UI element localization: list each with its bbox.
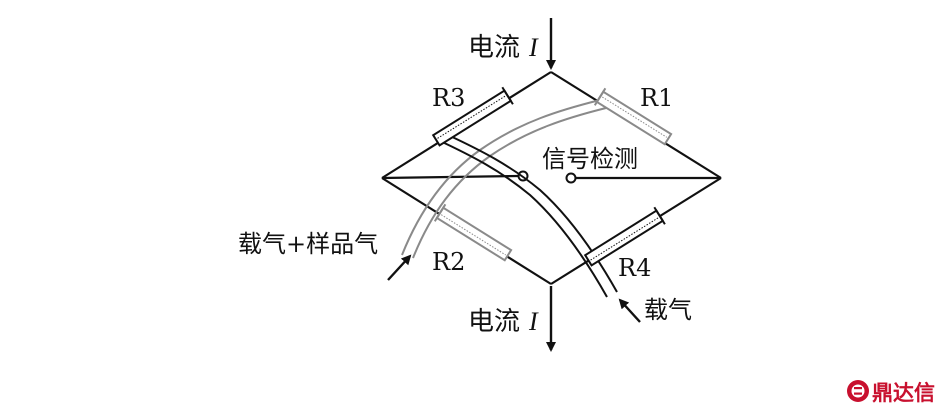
carrier-gas-label: 载气	[644, 296, 692, 324]
current-top-label: 电流	[468, 33, 520, 63]
label-r1: R1	[640, 84, 673, 112]
carrier-sample-gas-label: 载气+样品气	[238, 230, 378, 258]
signal-detection-label: 信号检测	[542, 145, 638, 173]
label-r2: R2	[432, 248, 465, 276]
current-bottom-symbol: I	[528, 307, 539, 336]
carrier-inlet-arrow	[618, 298, 641, 323]
resistor-r3	[431, 86, 514, 147]
logo-text: 鼎达信	[872, 381, 935, 405]
label-r4: R4	[618, 254, 651, 282]
resistor-r4	[583, 206, 666, 267]
current-bottom-label: 电流	[468, 307, 520, 337]
label-r3: R3	[432, 84, 465, 112]
detection-terminal-right	[565, 172, 577, 184]
resistor-r2	[433, 203, 513, 262]
resistor-r1	[593, 87, 673, 146]
sample-inlet-arrow	[387, 254, 412, 281]
current-top-symbol: I	[528, 33, 539, 62]
brand-logo: 鼎达信	[847, 380, 935, 405]
